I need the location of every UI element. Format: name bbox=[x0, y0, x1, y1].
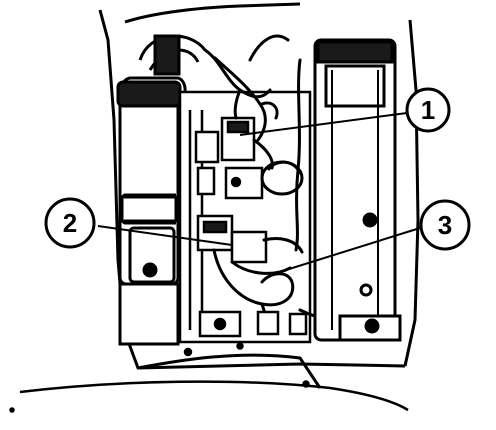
callout-2: 2 bbox=[44, 197, 96, 249]
leader-line-1 bbox=[239, 112, 408, 136]
callout-label: 3 bbox=[438, 210, 452, 240]
leader-lines bbox=[97, 112, 421, 276]
capacitor bbox=[260, 160, 304, 196]
left-cylinder bbox=[116, 80, 182, 346]
leader-line-2 bbox=[97, 225, 233, 246]
callout-circle bbox=[44, 197, 96, 249]
callout-circle bbox=[419, 199, 471, 251]
callout-1: 1 bbox=[405, 87, 451, 133]
right-rail bbox=[313, 38, 402, 342]
leader-line-3 bbox=[269, 227, 421, 276]
callout-label: 1 bbox=[421, 95, 435, 125]
callout-3: 3 bbox=[419, 199, 471, 251]
bottom-hardware bbox=[9, 310, 310, 413]
callout-label: 2 bbox=[63, 208, 77, 238]
callout-circle bbox=[405, 87, 451, 133]
